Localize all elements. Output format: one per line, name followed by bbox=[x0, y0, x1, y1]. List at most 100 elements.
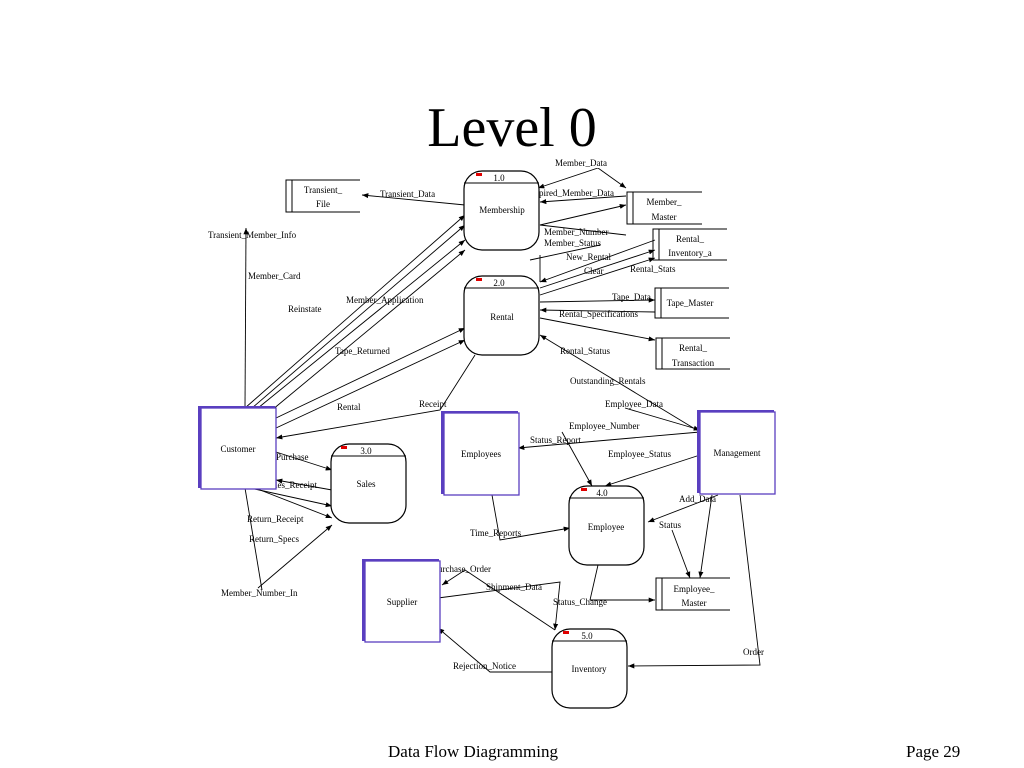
label-member-application: Member_Application bbox=[346, 295, 424, 305]
store-transient-file: Transient_ File bbox=[285, 179, 360, 213]
label-sales-receipt: Sales_Receipt bbox=[266, 480, 317, 490]
svg-text:4.0: 4.0 bbox=[596, 488, 608, 498]
svg-text:Inventory_a: Inventory_a bbox=[668, 248, 711, 258]
svg-text:5.0: 5.0 bbox=[581, 631, 593, 641]
label-transient-member-info: Transient_Member_Info bbox=[208, 230, 297, 240]
svg-text:Employee: Employee bbox=[588, 522, 625, 532]
flow-employee-master-in bbox=[698, 494, 713, 579]
flow-order bbox=[627, 494, 761, 669]
flow-sales-receipt bbox=[275, 478, 333, 491]
external-entities: Customer Employees Management Supplier bbox=[198, 406, 776, 643]
label-rejection-notice: Rejection_Notice bbox=[453, 661, 516, 671]
svg-text:Customer: Customer bbox=[221, 444, 256, 454]
label-rental: Rental bbox=[337, 402, 361, 412]
flow-tape-data bbox=[539, 297, 656, 303]
flow-member-status-line bbox=[529, 244, 601, 261]
flow-member-number-in bbox=[257, 524, 333, 589]
label-order: Order bbox=[743, 647, 764, 657]
flow-reinstate bbox=[257, 239, 466, 409]
flow-expired-member-data bbox=[539, 195, 627, 205]
label-member-card: Member_Card bbox=[248, 271, 301, 281]
svg-text:Management: Management bbox=[714, 448, 761, 458]
flow-tape-returned bbox=[275, 327, 466, 419]
process-employee: 4.0 Employee bbox=[568, 485, 645, 566]
page-number: Page 29 bbox=[906, 742, 961, 761]
flow-receipt bbox=[275, 354, 476, 440]
label-status: Status bbox=[659, 520, 682, 530]
flow-status bbox=[671, 529, 691, 579]
store-rental-transaction: Rental_ Transaction bbox=[655, 337, 730, 370]
flow-purchase bbox=[275, 451, 333, 471]
flow-transient-member-info bbox=[244, 214, 466, 409]
store-rental-inventory: Rental_ Inventory_a bbox=[652, 228, 727, 261]
flow-rental-specifications bbox=[539, 307, 656, 313]
flow-rejection-notice bbox=[437, 627, 552, 673]
label-reinstate: Reinstate bbox=[288, 304, 322, 314]
flow-employee-number bbox=[561, 431, 593, 487]
data-stores: Transient_ File Member_ Master Rental_ I… bbox=[285, 179, 730, 611]
flow-employee-status bbox=[604, 454, 701, 487]
process-rental: 2.0 Rental bbox=[463, 275, 540, 356]
flow-member-application bbox=[271, 249, 466, 411]
svg-text:Master: Master bbox=[682, 598, 707, 608]
flow-return-specs bbox=[254, 487, 333, 519]
svg-text:Tape_Master: Tape_Master bbox=[667, 298, 714, 308]
svg-text:Rental: Rental bbox=[490, 312, 514, 322]
flow-status-change bbox=[589, 564, 655, 603]
svg-text:Member_: Member_ bbox=[647, 197, 682, 207]
flow-customer-down bbox=[244, 487, 263, 591]
store-tape-master: Tape_Master bbox=[654, 287, 729, 319]
label-transient-data: Transient_Data bbox=[380, 189, 435, 199]
label-return-specs: Return_Specs bbox=[249, 534, 299, 544]
flow-member-data bbox=[537, 167, 627, 189]
label-employee-number: Employee_Number bbox=[569, 421, 639, 431]
svg-text:Transaction: Transaction bbox=[672, 358, 715, 368]
label-employee-status: Employee_Status bbox=[608, 449, 671, 459]
svg-text:Sales: Sales bbox=[357, 479, 376, 489]
label-purchase: Purchase bbox=[276, 452, 309, 462]
label-tape-returned: Tape_Returned bbox=[335, 346, 390, 356]
svg-text:Rental_: Rental_ bbox=[676, 234, 704, 244]
store-employee-master: Employee_ Master bbox=[655, 577, 730, 611]
label-rental-stats: Rental_Stats bbox=[630, 264, 676, 274]
label-member-status: Member_Status bbox=[544, 238, 601, 248]
flow-outstanding-rentals bbox=[539, 334, 701, 433]
label-rental-specifications: Rental_Specifications bbox=[559, 309, 638, 319]
label-time-reports: Time_Reports bbox=[470, 528, 522, 538]
footer-title: Data Flow Diagramming bbox=[388, 742, 558, 761]
flow-status-report bbox=[517, 431, 701, 450]
process-membership: 1.0 Membership bbox=[463, 170, 540, 251]
flow-new-rental bbox=[539, 239, 656, 283]
flow-purchase-order-line bbox=[464, 569, 556, 631]
label-tape-data: Tape_Data bbox=[612, 292, 651, 302]
svg-text:Employees: Employees bbox=[461, 449, 501, 459]
label-return-receipt: Return_Receipt bbox=[247, 514, 304, 524]
flow-rental-status bbox=[539, 317, 656, 342]
entity-supplier: Supplier bbox=[362, 559, 441, 643]
slide-title: Level 0 bbox=[427, 97, 597, 159]
label-new-rental: New_Rental bbox=[566, 252, 611, 262]
processes: 1.0 Membership 2.0 Rental 3.0 Sales bbox=[330, 170, 645, 709]
entity-management: Management bbox=[697, 410, 776, 495]
entity-employees: Employees bbox=[441, 411, 520, 496]
flow-purchase-order bbox=[441, 569, 466, 586]
entity-customer: Customer bbox=[198, 406, 277, 490]
flow-time-reports bbox=[491, 494, 571, 541]
svg-text:Membership: Membership bbox=[479, 205, 525, 215]
svg-text:File: File bbox=[316, 199, 330, 209]
svg-text:1.0: 1.0 bbox=[493, 173, 505, 183]
svg-text:Rental_: Rental_ bbox=[679, 343, 707, 353]
svg-text:Transient_: Transient_ bbox=[304, 185, 343, 195]
svg-text:Employee_: Employee_ bbox=[674, 584, 715, 594]
label-shipment-data: Shipment_Data bbox=[486, 582, 542, 592]
svg-text:Supplier: Supplier bbox=[387, 597, 418, 607]
svg-text:2.0: 2.0 bbox=[493, 278, 505, 288]
flow-customer-up bbox=[243, 227, 249, 409]
label-status-report: Status_Report bbox=[530, 435, 581, 445]
svg-text:3.0: 3.0 bbox=[360, 446, 372, 456]
label-member-number-in: Member_Number_In bbox=[221, 588, 298, 598]
flows bbox=[243, 167, 761, 673]
store-member-master: Member_ Master bbox=[626, 191, 702, 225]
